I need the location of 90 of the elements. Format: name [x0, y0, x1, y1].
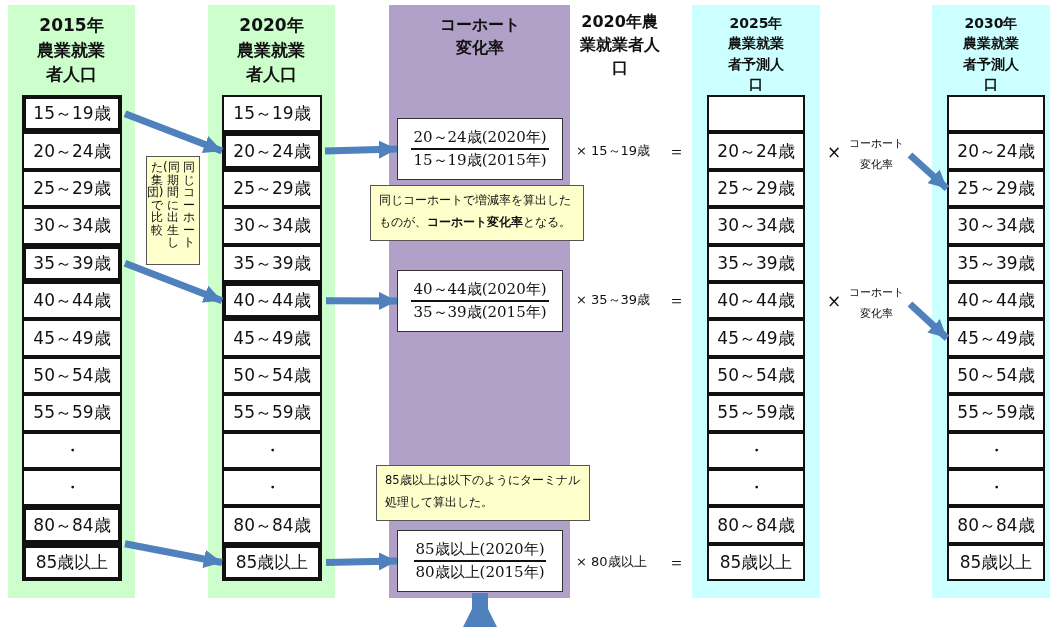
age-cell: 20～24歳 — [222, 132, 322, 170]
age-cell: 50～54歳 — [22, 356, 122, 395]
age-cell: 55～59歳 — [222, 394, 322, 432]
denominator-text: 80歳以上(2015年) — [414, 562, 546, 583]
note-box: 同じコーホート(同期間に出生した集団)で比較 — [146, 156, 200, 265]
numerator-text: 40～44歳(2020年) — [411, 279, 549, 302]
age-cell: ・ — [947, 431, 1045, 469]
age-cell: 20～24歳 — [947, 132, 1045, 170]
age-cell: ・ — [222, 431, 322, 469]
column-heading: 2020年農業就業者人口 — [236, 14, 307, 87]
age-cell: 40～44歳 — [707, 282, 805, 320]
age-cell: 25～29歳 — [22, 169, 122, 208]
equals-sign: ＝ — [668, 289, 685, 312]
age-cell: 45～49歳 — [707, 319, 805, 357]
multiplier-text: × 35～39歳 — [576, 291, 651, 309]
column-heading: 2020年農業就業者人口 — [578, 11, 661, 80]
age-cell: 30～34歳 — [947, 207, 1045, 245]
age-cell: 80～84歳 — [22, 506, 122, 544]
age-cell: 35～39歳 — [22, 244, 122, 282]
fraction-box — [397, 530, 563, 592]
age-cell: 20～24歳 — [707, 132, 805, 170]
age-cell: 35～39歳 — [707, 244, 805, 282]
equals-sign: ＝ — [668, 551, 685, 574]
age-cell: 15～19歳 — [22, 95, 122, 133]
column-heading: 2015年農業就業者人口 — [36, 14, 107, 87]
arrow — [326, 291, 397, 310]
multiplier-text: × 80歳以上 — [576, 553, 647, 571]
numerator-text: 20～24歳(2020年) — [411, 127, 549, 150]
age-cell: 45～49歳 — [222, 319, 322, 357]
column-heading: 2025年農業就業者予測人口 — [727, 14, 785, 94]
age-cell: 20～24歳 — [22, 132, 122, 170]
age-cell: 80～84歳 — [222, 506, 322, 544]
age-cell: 55～59歳 — [947, 394, 1045, 432]
rate-label: コーホート変化率 — [846, 283, 907, 325]
age-cell: 25～29歳 — [707, 169, 805, 208]
age-cell: 30～34歳 — [22, 207, 122, 245]
column-band — [208, 5, 335, 598]
age-cell: 30～34歳 — [707, 207, 805, 245]
age-cell: 25～29歳 — [947, 169, 1045, 208]
denominator-text: 35～39歳(2015年) — [412, 302, 548, 323]
age-cell: 85歳以上 — [947, 543, 1045, 582]
arrow — [123, 110, 224, 155]
age-cell: 40～44歳 — [222, 282, 322, 320]
equals-sign: ＝ — [668, 140, 685, 163]
column-band — [8, 5, 135, 598]
age-cell: ・ — [947, 469, 1045, 507]
age-cell: 45～49歳 — [947, 319, 1045, 357]
age-cell: 80～84歳 — [947, 506, 1045, 544]
multiplier-text: × 15～19歳 — [576, 142, 651, 160]
age-cell: 50～54歳 — [222, 356, 322, 395]
age-cell: ・ — [707, 469, 805, 507]
age-cell: 85歳以上 — [707, 543, 805, 582]
arrow — [325, 552, 398, 571]
age-cell: 35～39歳 — [222, 244, 322, 282]
fraction-box — [397, 270, 563, 332]
age-cell: ・ — [222, 469, 322, 507]
age-cell: 15～19歳 — [222, 95, 322, 133]
column-band — [932, 5, 1050, 598]
age-cell: 80～84歳 — [707, 506, 805, 544]
age-cell: 55～59歳 — [707, 394, 805, 432]
arrow — [124, 540, 223, 568]
age-cell: 30～34歳 — [222, 207, 322, 245]
arrow — [324, 140, 398, 159]
empty-cell — [707, 95, 805, 133]
age-cell: 40～44歳 — [22, 282, 122, 320]
multiply-sign: × — [827, 142, 842, 162]
numerator-text: 85歳以上(2020年) — [413, 539, 547, 562]
age-cell: 55～59歳 — [22, 394, 122, 432]
age-cell: 50～54歳 — [947, 356, 1045, 395]
age-cell: 25～29歳 — [222, 169, 322, 208]
age-cell: 50～54歳 — [707, 356, 805, 395]
age-cell: 45～49歳 — [22, 319, 122, 357]
fraction-box — [397, 118, 563, 180]
multiply-sign: × — [827, 291, 842, 311]
age-cell: ・ — [707, 431, 805, 469]
rate-label: コーホート変化率 — [846, 134, 907, 176]
age-cell: ・ — [22, 469, 122, 507]
column-band — [692, 5, 820, 598]
age-cell: 35～39歳 — [947, 244, 1045, 282]
denominator-text: 15～19歳(2015年) — [412, 150, 548, 171]
note-box: 同じコーホートで増減率を算出したものが、コーホート変化率となる。 — [370, 185, 584, 241]
age-cell: 85歳以上 — [22, 543, 122, 582]
age-cell: 85歳以上 — [222, 543, 322, 582]
column-heading: コーホート変化率 — [438, 14, 521, 60]
empty-cell — [947, 95, 1045, 133]
note-box: 85歳以上は以下のようにターミナル処理して算出した。 — [376, 465, 590, 521]
arrow — [123, 260, 224, 304]
age-cell: ・ — [22, 431, 122, 469]
age-cell: 40～44歳 — [947, 282, 1045, 320]
column-heading: 2030年農業就業者予測人口 — [962, 14, 1020, 94]
